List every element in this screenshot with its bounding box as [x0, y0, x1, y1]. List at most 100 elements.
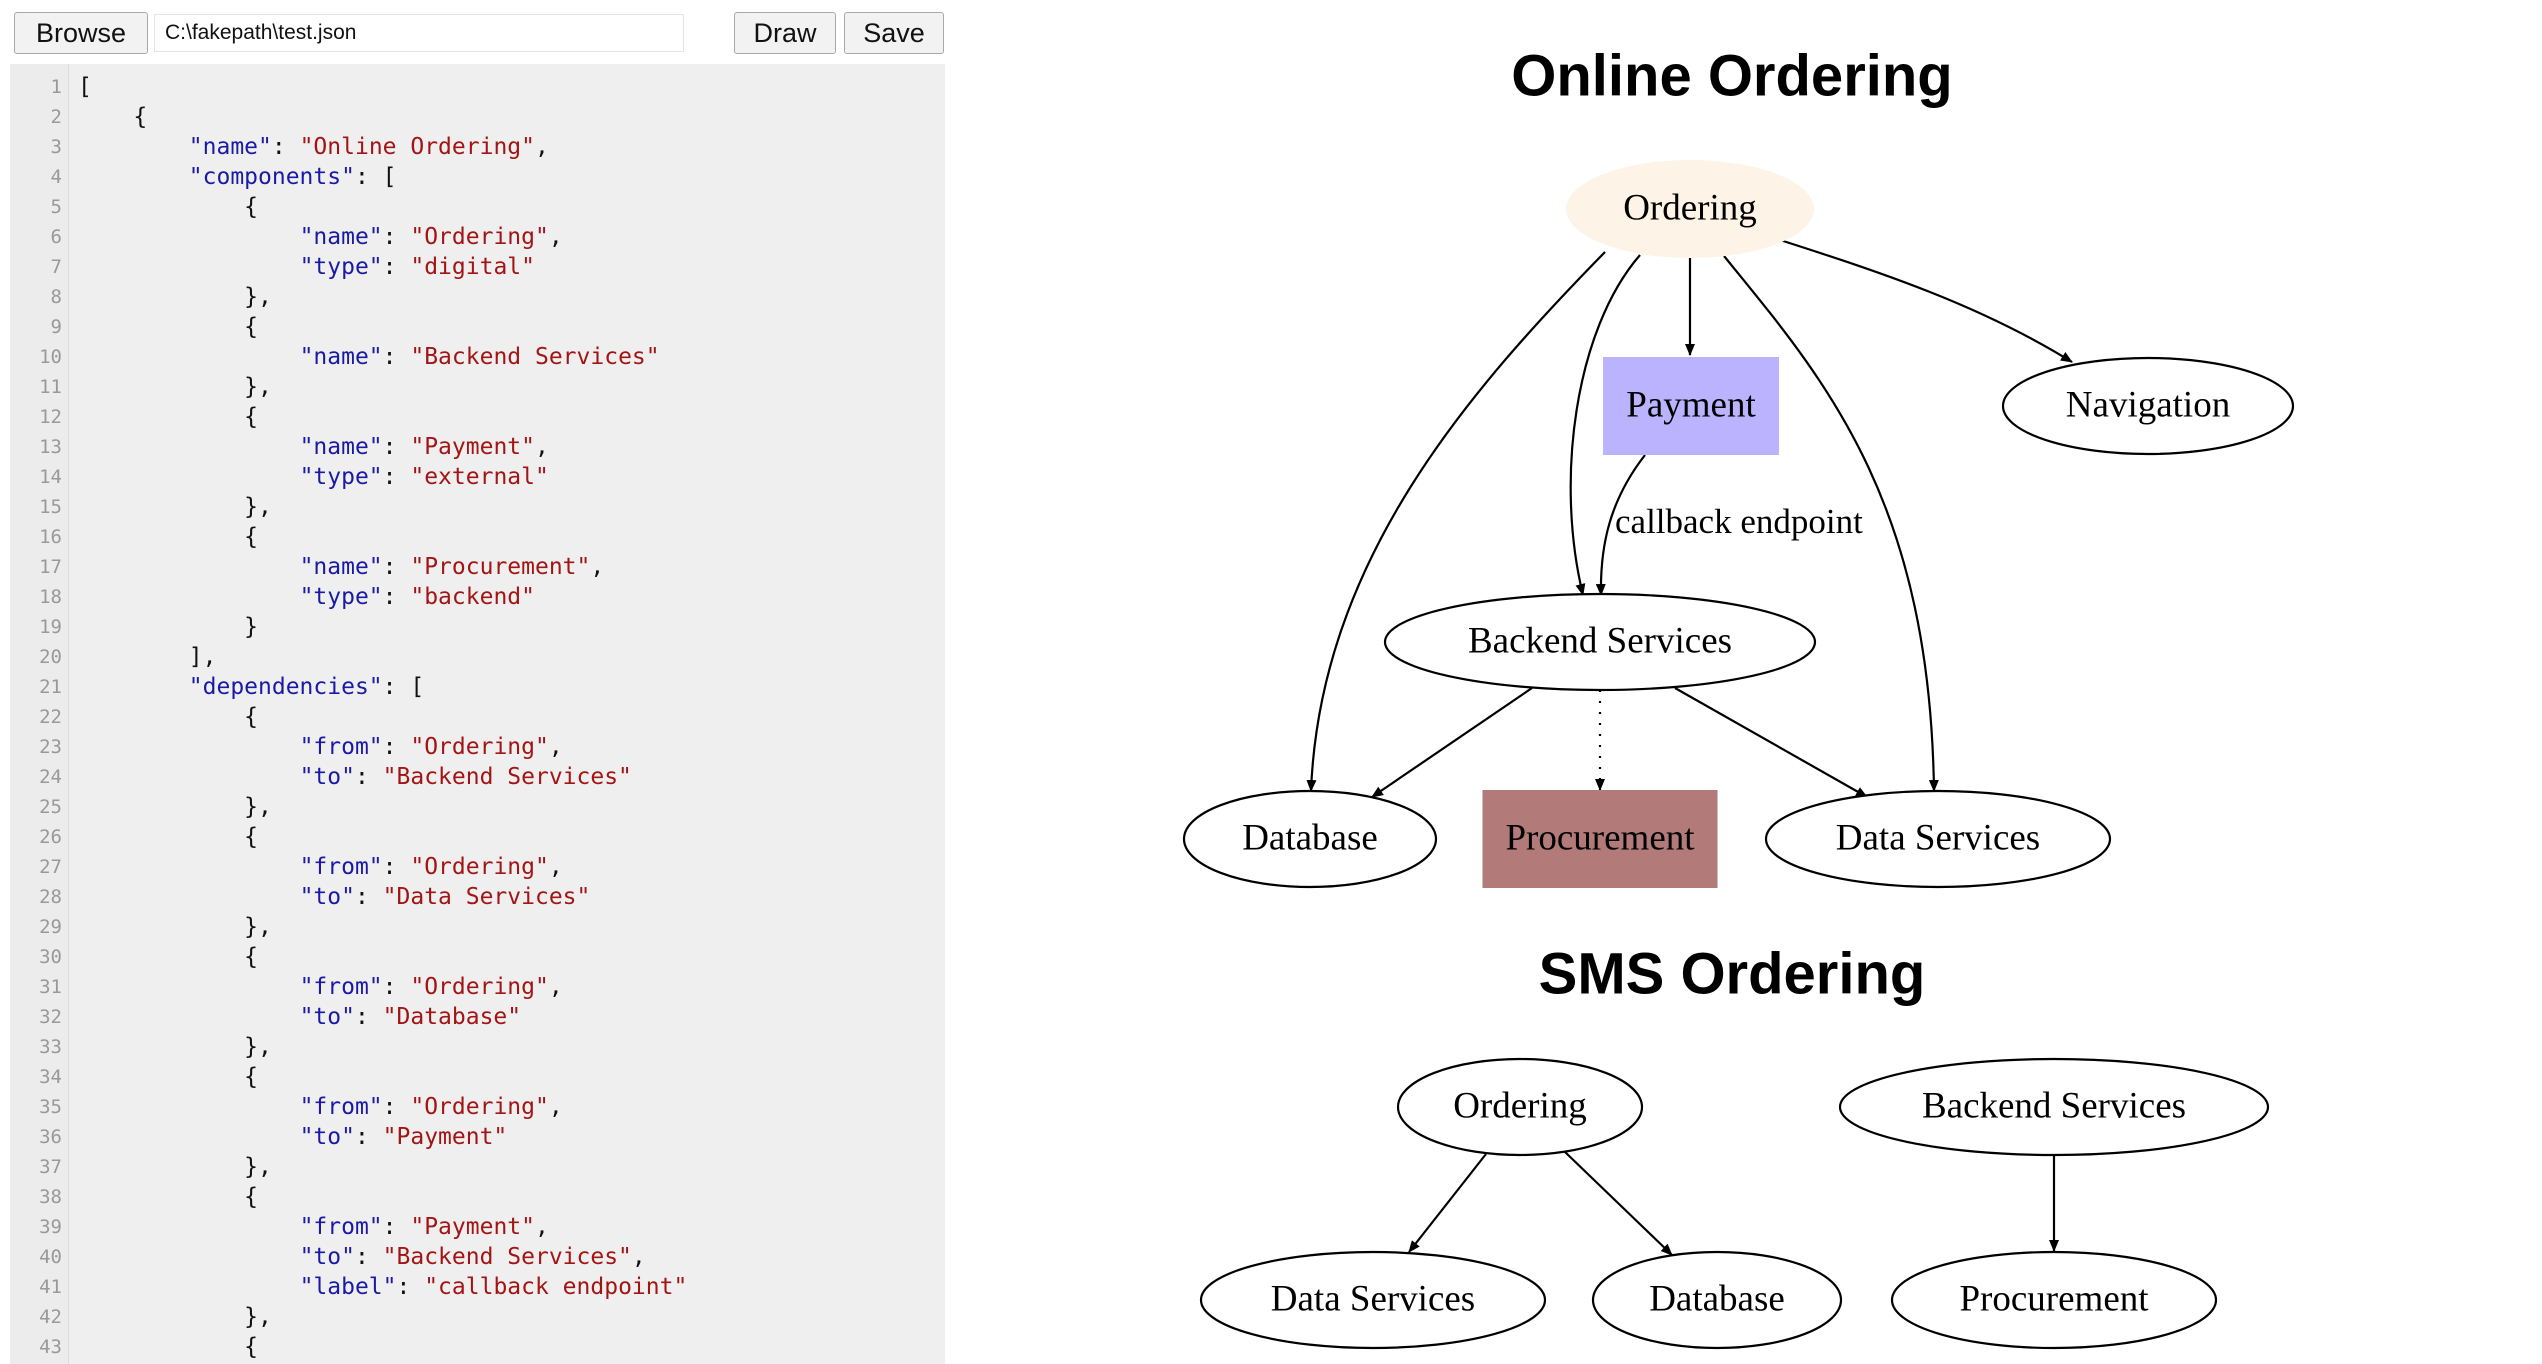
- json-punctuation: :: [396, 1274, 425, 1300]
- node-backend-services[interactable]: Backend Services: [1838, 1057, 2270, 1157]
- node-label: Procurement: [1505, 817, 1695, 858]
- line-number: 42: [39, 1306, 62, 1328]
- edge-ordering-to-data-services: [1408, 1153, 1487, 1253]
- json-punctuation: ,: [548, 224, 563, 250]
- node-ordering[interactable]: Ordering: [1396, 1057, 1644, 1157]
- node-database[interactable]: Database: [1182, 789, 1438, 889]
- json-key: "to": [299, 1244, 355, 1270]
- line-number: 29: [39, 916, 62, 938]
- code-line: {: [78, 1182, 258, 1212]
- line-number: 7: [50, 256, 62, 278]
- json-punctuation: ,: [631, 1244, 646, 1270]
- json-punctuation: :: [354, 1124, 383, 1150]
- json-key: "name": [299, 344, 383, 370]
- json-key: "from": [299, 1214, 383, 1240]
- code-line: "from": "Ordering",: [78, 852, 563, 882]
- edge-ordering-to-data-services: [1723, 255, 1939, 792]
- node-procurement[interactable]: Procurement: [1890, 1250, 2218, 1350]
- node-procurement[interactable]: Procurement: [1482, 790, 1718, 888]
- line-number: 19: [39, 616, 62, 638]
- json-string: "Ordering": [410, 854, 549, 880]
- node-data-services[interactable]: Data Services: [1199, 1250, 1547, 1350]
- file-path-field[interactable]: C:\fakepath\test.json: [154, 14, 684, 52]
- line-number: 2: [50, 106, 62, 128]
- json-punctuation: }: [78, 614, 259, 640]
- json-punctuation: {: [78, 824, 259, 850]
- json-key: "from": [299, 974, 383, 1000]
- browse-button[interactable]: Browse: [14, 12, 148, 54]
- node-label: Navigation: [2066, 384, 2230, 425]
- json-key: "from": [299, 1094, 383, 1120]
- json-string: "Payment": [410, 434, 535, 460]
- line-number: 30: [39, 946, 62, 968]
- code-line: {: [78, 102, 147, 132]
- json-punctuation: : [: [354, 164, 397, 190]
- line-number: 36: [39, 1126, 62, 1148]
- json-punctuation: :: [382, 854, 411, 880]
- graph-title: Online Ordering: [1511, 43, 1953, 108]
- node-shape: [1890, 1250, 2218, 1350]
- json-string: "Backend Services": [410, 344, 660, 370]
- json-punctuation: :: [382, 974, 411, 1000]
- node-label: Database: [1649, 1278, 1785, 1319]
- json-punctuation: :: [382, 464, 411, 490]
- code-line: "to": "Backend Services": [78, 762, 632, 792]
- save-button[interactable]: Save: [844, 12, 944, 54]
- line-number: 8: [50, 286, 62, 308]
- code-line: "from": "Payment",: [78, 1212, 549, 1242]
- json-string: "Ordering": [410, 1094, 549, 1120]
- draw-button[interactable]: Draw: [734, 12, 836, 54]
- code-line: "to": "Payment": [78, 1122, 508, 1152]
- node-payment[interactable]: Payment: [1603, 357, 1779, 455]
- json-punctuation: ,: [534, 1214, 549, 1240]
- edge-backend-services-to-data-services: [1674, 687, 1868, 798]
- json-punctuation: ,: [534, 434, 549, 460]
- json-punctuation: :: [382, 1094, 411, 1120]
- edge-ordering-to-navigation: [1779, 238, 2073, 363]
- json-punctuation: {: [78, 1184, 259, 1210]
- code-line: },: [78, 492, 272, 522]
- line-number: 12: [39, 406, 62, 428]
- toolbar: Browse C:\fakepath\test.json Draw Save: [14, 12, 944, 56]
- code-line: "name": "Backend Services": [78, 342, 660, 372]
- line-number: 25: [39, 796, 62, 818]
- json-string: "Payment": [382, 1124, 508, 1150]
- json-key: "to": [299, 884, 355, 910]
- line-number: 5: [50, 196, 62, 218]
- node-ordering[interactable]: Ordering: [1566, 160, 1814, 258]
- line-number: 37: [39, 1156, 62, 1178]
- code-line: "name": "Procurement",: [78, 552, 605, 582]
- code-line: {: [78, 1332, 258, 1362]
- node-navigation[interactable]: Navigation: [2001, 356, 2295, 456]
- json-key: "to": [299, 764, 355, 790]
- node-database[interactable]: Database: [1591, 1250, 1843, 1350]
- code-line: }: [78, 612, 258, 642]
- line-number: 9: [50, 316, 62, 338]
- code-line: [: [78, 72, 92, 102]
- line-number: 23: [39, 736, 62, 758]
- code-line: {: [78, 192, 258, 222]
- json-punctuation: :: [354, 1244, 383, 1270]
- json-punctuation: {: [78, 314, 259, 340]
- node-data-services[interactable]: Data Services: [1764, 789, 2112, 889]
- node-backend-services[interactable]: Backend Services: [1383, 592, 1817, 692]
- code-line: "to": "Database": [78, 1002, 522, 1032]
- json-punctuation: {: [78, 404, 259, 430]
- json-punctuation: :: [354, 764, 383, 790]
- code-line: },: [78, 282, 272, 312]
- json-key: "dependencies": [188, 674, 383, 700]
- node-label: Database: [1242, 817, 1378, 858]
- json-punctuation: {: [78, 704, 259, 730]
- json-punctuation: {: [78, 1064, 259, 1090]
- code-line: },: [78, 1152, 272, 1182]
- json-punctuation: ,: [548, 854, 563, 880]
- node-label: Backend Services: [1468, 620, 1732, 661]
- line-number: 43: [39, 1336, 62, 1358]
- code-line: },: [78, 912, 272, 942]
- code-line: "from": "Ordering",: [78, 972, 563, 1002]
- json-punctuation: :: [382, 554, 411, 580]
- code-line: "from": "Ordering",: [78, 1092, 563, 1122]
- code-line: "name": "Payment",: [78, 432, 549, 462]
